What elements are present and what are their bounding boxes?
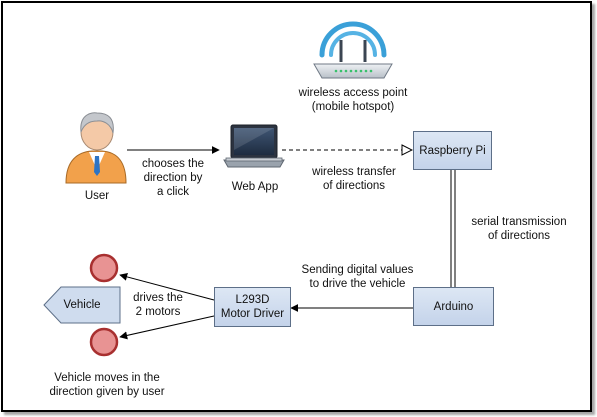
edge-driver-to-wheel-top	[119, 272, 215, 301]
router-body	[313, 63, 393, 79]
wheel-bottom	[89, 327, 119, 357]
edge-label-user-webapp: chooses the direction by a click	[141, 158, 204, 198]
vehicle-shape	[43, 286, 121, 324]
vehicle-label: Vehicle	[63, 299, 101, 311]
user-icon	[65, 112, 127, 184]
motor-driver-box: L293D Motor Driver	[214, 287, 291, 327]
raspberry-pi-box: Raspberry Pi	[413, 131, 492, 170]
edge-label-arduino-driver: Sending digital values to drive the vehi…	[301, 264, 414, 290]
wifi-arc-inner	[329, 31, 377, 57]
caption: Vehicle moves in the direction given by …	[49, 372, 165, 398]
edge-label-driver-motors: drives the 2 motors	[133, 292, 183, 318]
edge-label-webapp-pi: wireless transfer of directions	[312, 166, 396, 192]
edge-driver-to-wheel-bottom	[119, 315, 215, 340]
edge-label-pi-arduino: serial transmission of directions	[471, 216, 567, 242]
wap-label: wireless access point (mobile hotspot)	[298, 87, 408, 113]
router-leds	[334, 69, 373, 73]
raspberry-pi-label: Raspberry Pi	[419, 144, 486, 157]
motor-driver-label: L293D Motor Driver	[220, 294, 285, 320]
wifi-arc-outer	[319, 21, 387, 58]
router-icon	[313, 21, 393, 79]
arduino-box: Arduino	[413, 287, 494, 326]
webapp-label: Web App	[231, 181, 279, 193]
user-label: User	[84, 190, 110, 202]
laptop-icon	[223, 124, 285, 168]
wheel-top	[89, 253, 119, 283]
arduino-label: Arduino	[433, 300, 474, 313]
